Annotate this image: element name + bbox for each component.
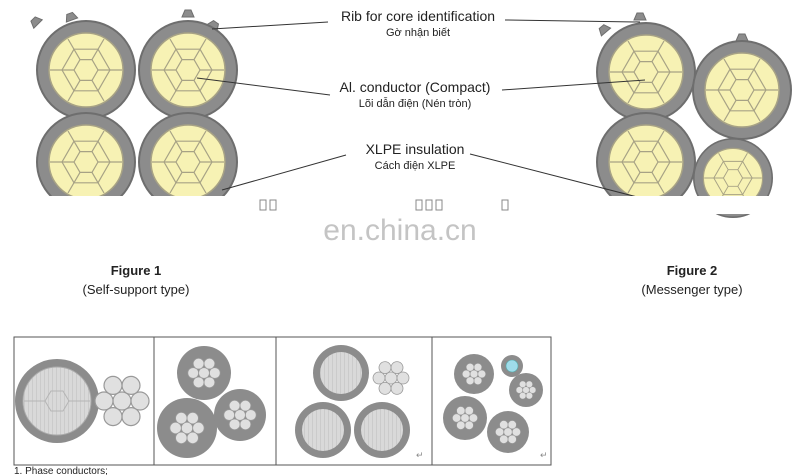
watermark-band — [0, 196, 800, 214]
label-rib-en: Rib for core identification — [341, 8, 495, 24]
figure2-subtitle: (Messenger type) — [641, 282, 742, 297]
figure1-subtitle: (Self-support type) — [83, 282, 190, 297]
label-conductor-en: Al. conductor (Compact) — [340, 79, 491, 95]
label-rib-vi: Gờ nhận biết — [386, 27, 450, 39]
figure1-cable — [28, 9, 238, 212]
panel-2 — [157, 346, 266, 458]
svg-text:↵: ↵ — [416, 450, 424, 460]
bottom-panel-strip: ↵ ↵ — [13, 336, 552, 466]
panel-3: ↵ — [295, 345, 424, 460]
core-top-left — [36, 20, 136, 120]
footer-note: 1. Phase conductors; — [14, 466, 108, 475]
watermark-text: en.china.cn — [323, 214, 476, 247]
core-top-right — [138, 20, 238, 120]
core-top-right-fig2 — [692, 40, 792, 140]
label-insulation-en: XLPE insulation — [366, 141, 465, 157]
svg-text:↵: ↵ — [540, 450, 548, 460]
label-insulation-vi: Cách điện XLPE — [375, 160, 456, 172]
panel-1 — [15, 359, 150, 443]
figure2-title: Figure 2 — [667, 263, 718, 278]
label-conductor-vi: Lõi dẫn điện (Nén tròn) — [359, 97, 472, 110]
figure2-cable — [596, 12, 792, 218]
panel-4: ↵ — [443, 354, 548, 460]
figure1-title: Figure 1 — [111, 263, 162, 278]
core-top-left-fig2 — [596, 22, 696, 122]
